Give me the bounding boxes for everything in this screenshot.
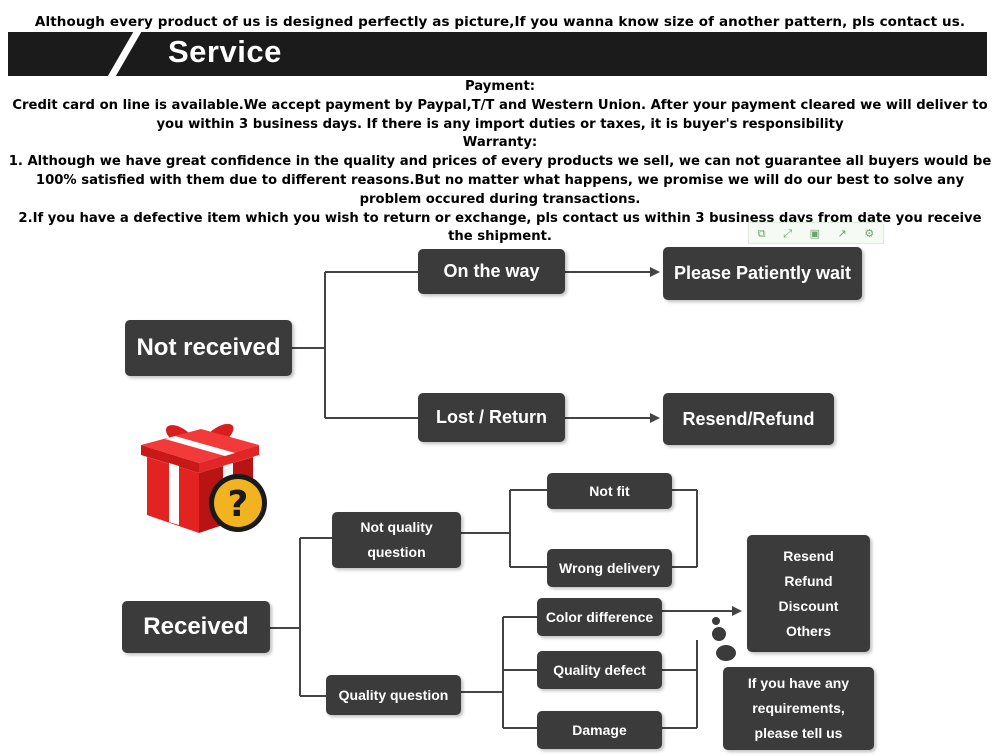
solutions-box: Resend Refund Discount Others: [747, 535, 870, 652]
wrong-delivery-box: Wrong delivery: [547, 549, 672, 587]
on-the-way-box: On the way: [418, 249, 565, 294]
solution-refund: Refund: [784, 572, 833, 589]
bubble-dot-medium: [712, 627, 726, 641]
header-note: Although every product of us is designed…: [34, 14, 966, 30]
banner-title: Service: [168, 34, 282, 69]
share-icon[interactable]: ↗: [837, 226, 847, 240]
solution-resend: Resend: [783, 547, 834, 564]
image-toolbar: ⧉ ⤢ ▣ ↗ ⚙: [748, 222, 884, 244]
resend-refund-box: Resend/Refund: [663, 393, 834, 445]
not-quality-line-2: question: [367, 544, 426, 560]
gift-box-question-icon: ?: [141, 423, 267, 533]
not-quality-line-1: Not quality: [360, 519, 433, 535]
color-difference-box: Color difference: [537, 598, 662, 636]
bubble-dot-large: [716, 645, 736, 661]
requirements-box: If you have any requirements, please tel…: [723, 667, 874, 750]
service-terms: Payment: Credit card on line is availabl…: [6, 78, 994, 247]
lost-return-box: Lost / Return: [418, 393, 565, 442]
warranty-item-1: 1. Although we have great confidence in …: [8, 154, 992, 207]
damage-box: Damage: [537, 711, 662, 749]
not-fit-box: Not fit: [547, 473, 672, 509]
solution-discount: Discount: [778, 597, 839, 614]
warranty-item-2: 2.If you have a defective item which you…: [18, 210, 982, 245]
solution-others: Others: [785, 622, 832, 639]
received-box: Received: [122, 601, 270, 653]
not-received-box: Not received: [125, 320, 292, 376]
payment-heading: Payment:: [464, 79, 536, 94]
warranty-heading: Warranty:: [462, 135, 538, 151]
service-banner: Service: [8, 32, 987, 76]
payment-text: Credit card on line is available.We acce…: [12, 97, 988, 132]
not-quality-question-box: Not quality question: [332, 512, 461, 568]
quality-defect-box: Quality defect: [537, 651, 662, 689]
svg-text:?: ?: [228, 484, 249, 525]
please-wait-box: Please Patiently wait: [663, 247, 862, 300]
copy-icon[interactable]: ⧉: [757, 226, 766, 240]
quality-question-box: Quality question: [326, 675, 461, 715]
expand-icon[interactable]: ⤢: [783, 226, 793, 240]
requirements-line-1: If you have any: [747, 675, 850, 691]
requirements-line-3: please tell us: [754, 725, 843, 741]
requirements-line-2: requirements,: [752, 700, 845, 716]
settings-icon[interactable]: ⚙: [864, 226, 875, 240]
save-icon[interactable]: ▣: [809, 226, 820, 240]
bubble-dot-small: [712, 617, 720, 625]
